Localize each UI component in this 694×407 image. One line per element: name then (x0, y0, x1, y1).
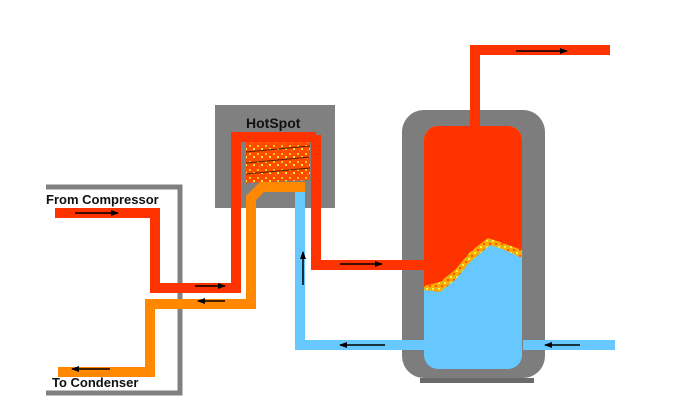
hotspot-label: HotSpot (246, 115, 301, 131)
heated-water-pipe (311, 135, 430, 270)
water-tank (402, 110, 545, 383)
hot-refrigerant-pipe (55, 132, 316, 293)
hot-water-zone (424, 126, 522, 286)
from-compressor-label: From Compressor (46, 192, 159, 207)
to-condenser-label: To Condenser (52, 375, 138, 390)
cooled-refrigerant-pipe (58, 182, 305, 377)
heat-exchanger-coil (245, 134, 311, 183)
